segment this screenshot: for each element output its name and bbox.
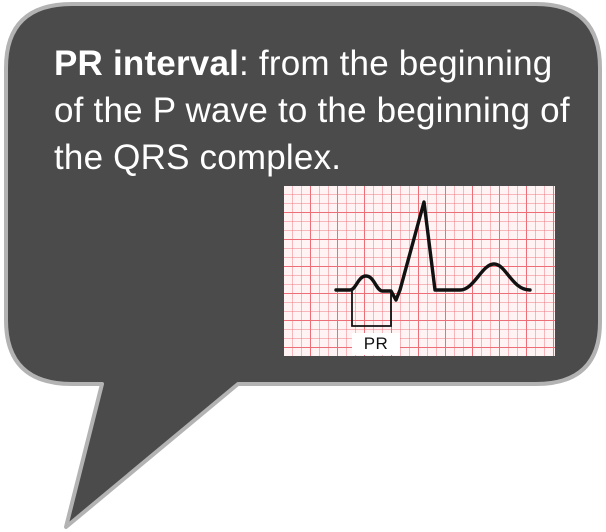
pr-label: PR (352, 333, 400, 355)
ecg-waveform (334, 200, 532, 302)
ecg-trace-diagram (334, 200, 532, 327)
pr-interval-bracket (351, 291, 392, 327)
ecg-strip: PR (284, 186, 555, 356)
term-separator: : (239, 44, 249, 83)
definition-text: PR interval: from the beginning of the P… (54, 40, 574, 181)
term-label: PR interval (54, 44, 240, 83)
definition-body: from the beginning of the P wave to the … (54, 44, 570, 177)
